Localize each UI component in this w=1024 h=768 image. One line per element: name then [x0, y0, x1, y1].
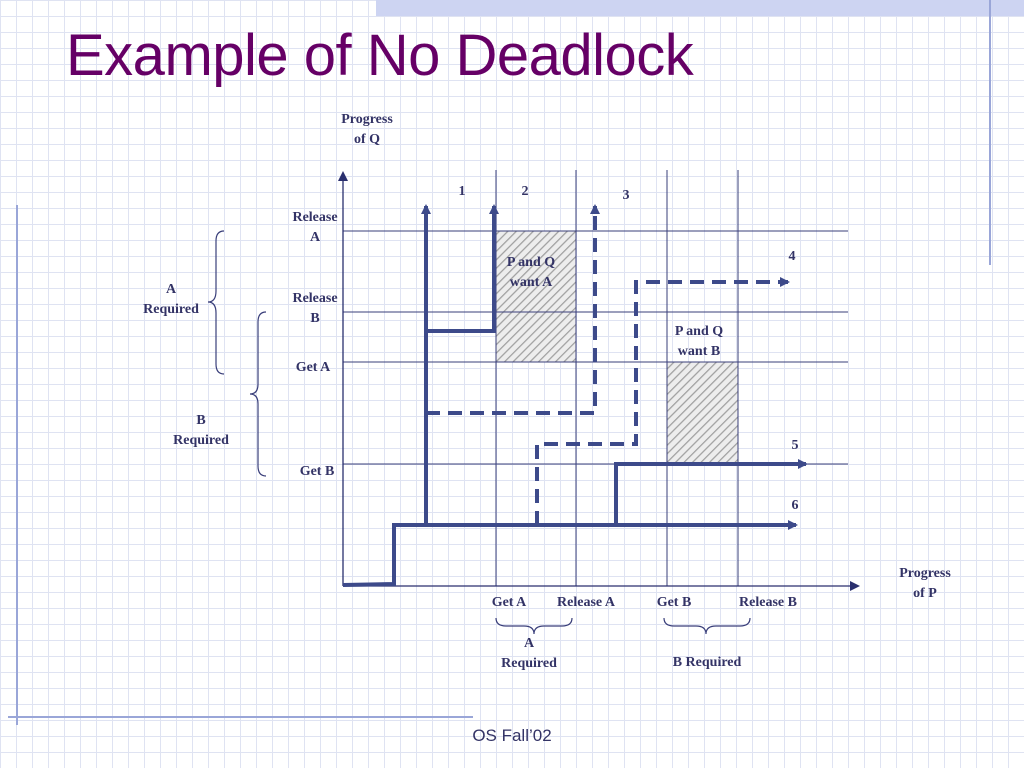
label-release-b-q: Release B — [282, 289, 348, 329]
label-want-a-line1: P and Q — [506, 255, 556, 270]
label-get-b-p: Get B — [656, 595, 692, 610]
label-p-a-required-line1: A — [523, 636, 535, 651]
label-want-b-line1: P and Q — [674, 324, 724, 339]
label-release-b-p: Release B — [739, 595, 797, 610]
label-q-a-required-line1: A — [165, 282, 177, 297]
x-axis-title-line1: Progress — [899, 566, 951, 581]
slide-footer: OS Fall’02 — [472, 726, 552, 745]
label-release-b-q-line1: Release — [292, 291, 338, 306]
label-p-b-required: B Required — [672, 655, 742, 670]
label-release-a-q-line2: A — [309, 230, 321, 245]
path-label-4: 4 — [788, 249, 796, 264]
label-release-a-p: Release A — [557, 595, 615, 610]
path-4 — [535, 277, 790, 525]
label-get-a-p: Get A — [491, 595, 527, 610]
label-p-a-required: A Required — [492, 634, 566, 674]
brace-p-a-required — [495, 617, 573, 635]
label-q-b-required-line2: Required — [173, 433, 229, 448]
label-q-a-required: A Required — [134, 280, 208, 320]
label-release-b-q-line2: B — [310, 311, 320, 326]
label-q-a-required-line2: Required — [143, 302, 199, 317]
brace-q-b-required — [249, 311, 267, 477]
label-p-a-required-line2: Required — [501, 656, 557, 671]
y-axis-title-line2: of Q — [353, 132, 381, 147]
label-want-b-line2: want B — [677, 344, 721, 359]
path-2 — [426, 204, 499, 333]
x-axis-title-line2: of P — [913, 586, 937, 601]
left-accent-bar — [16, 205, 18, 725]
region-want-b — [667, 362, 738, 464]
region-want-a — [496, 231, 576, 362]
y-axis-title-line1: Progress — [341, 112, 393, 127]
brace-q-a-required — [207, 230, 225, 375]
path-base-segment — [342, 523, 426, 587]
label-want-b: P and Q want B — [666, 322, 732, 362]
label-q-b-required: B Required — [164, 411, 238, 451]
path-label-6: 6 — [791, 498, 799, 513]
path-label-1: 1 — [458, 184, 466, 199]
path-3 — [426, 204, 600, 415]
label-release-a-q-line1: Release — [292, 210, 338, 225]
bottom-accent-bar — [8, 716, 473, 718]
label-release-a-q: Release A — [282, 208, 348, 248]
path-label-3: 3 — [622, 188, 630, 203]
label-q-b-required-line1: B — [196, 413, 206, 428]
y-axis-title: Progress of Q — [328, 110, 406, 150]
label-want-a: P and Q want A — [498, 253, 564, 293]
label-get-a-q: Get A — [295, 360, 331, 375]
brace-p-b-required — [663, 617, 751, 635]
label-want-a-line2: want A — [509, 275, 553, 290]
x-axis-title: Progress of P — [886, 564, 964, 604]
label-get-b-q: Get B — [299, 464, 335, 479]
slide-title: Example of No Deadlock — [66, 23, 694, 88]
top-accent-band — [376, 0, 1024, 16]
path-label-5: 5 — [791, 438, 799, 453]
path-5 — [614, 459, 808, 525]
right-accent-bar — [989, 0, 991, 265]
path-label-2: 2 — [521, 184, 529, 199]
